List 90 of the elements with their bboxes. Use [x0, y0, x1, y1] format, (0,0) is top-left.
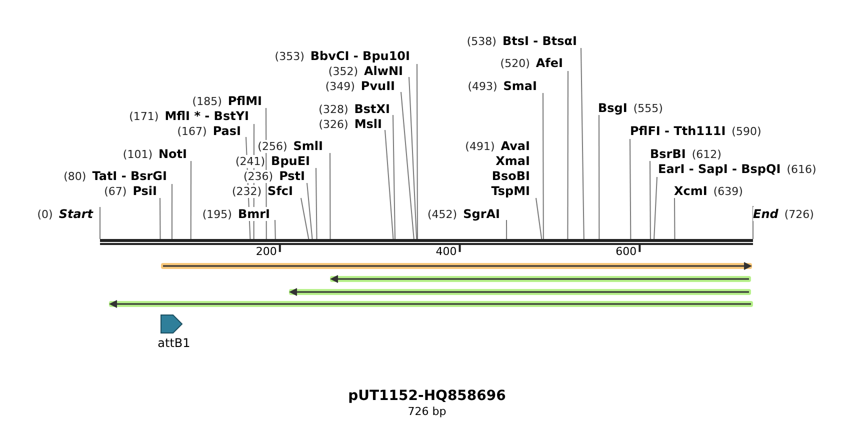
enzyme-name: AvaI	[500, 139, 530, 153]
cut-position: (491)	[465, 140, 495, 153]
leader-line	[630, 138, 632, 240]
leader-line	[306, 182, 313, 240]
leader-line	[316, 168, 318, 240]
enzyme-name: BsoBI	[492, 169, 530, 183]
enzyme-name: TatI - BsrGI	[92, 169, 167, 183]
leader-line	[171, 184, 172, 240]
enzyme-name: BbvCI - Bpu10I	[310, 49, 410, 63]
leader-line	[752, 206, 754, 240]
enzyme-name: End	[753, 207, 778, 221]
leader-line	[654, 176, 658, 240]
leader-line	[536, 198, 542, 240]
cut-position: (101)	[122, 148, 152, 161]
cut-position: (256)	[258, 140, 288, 153]
cut-position: (555)	[633, 102, 663, 115]
enzyme-name: MslI	[354, 117, 382, 131]
cut-position: (612)	[692, 148, 722, 161]
enzyme-name: BsgI	[598, 101, 628, 115]
cut-position: (590)	[732, 125, 762, 138]
leader-line	[190, 160, 192, 240]
enzyme-name: AlwNI	[364, 64, 403, 78]
enzyme-name: MflI * - BstYI	[164, 109, 249, 123]
cut-position: (241)	[235, 155, 266, 168]
sequence-bar	[100, 239, 753, 245]
enzyme-name: BmrI	[238, 207, 270, 221]
enzyme-name: BpuEI	[271, 154, 310, 168]
cut-position: (232)	[232, 185, 262, 198]
enzyme-name: PflMI	[228, 94, 262, 108]
leader-line	[392, 114, 396, 240]
cut-position: (185)	[192, 95, 222, 108]
leader-line	[650, 160, 651, 240]
cut-position: (452)	[428, 208, 458, 221]
enzyme-name: TspMI	[491, 184, 530, 198]
cut-position: (726)	[784, 208, 814, 221]
feature-label: attB1	[156, 336, 192, 351]
enzyme-name: BstXI	[354, 102, 390, 116]
enzyme-name: BsrBI	[650, 147, 686, 161]
cut-position: (520)	[500, 57, 530, 70]
enzyme-name: SmaI	[503, 79, 537, 93]
enzyme-name: PvuII	[360, 79, 395, 93]
leader-line	[330, 152, 331, 240]
enzyme-name: BtsI - BtsαI	[502, 34, 577, 48]
cut-position: (0)	[37, 208, 53, 221]
leader-line	[416, 64, 418, 240]
enzyme-name: EarI - SapI - BspQI	[658, 162, 781, 176]
cut-position: (326)	[318, 118, 348, 131]
cut-position: (195)	[202, 208, 232, 221]
enzyme-name: AfeI	[536, 56, 563, 70]
cut-position: (167)	[177, 125, 207, 138]
map-caption: 726 bp	[406, 405, 448, 418]
cut-position: (616)	[786, 163, 816, 176]
leader-line	[400, 92, 414, 240]
leader-line	[580, 48, 584, 240]
enzyme-name: NotI	[158, 147, 187, 161]
leader-line	[674, 198, 676, 240]
enzyme-name: SmlI	[293, 139, 323, 153]
leader-line	[506, 220, 508, 240]
cut-position: (639)	[713, 185, 743, 198]
cut-position: (352)	[328, 65, 358, 78]
enzyme-name: XmaI	[496, 154, 530, 168]
cut-position: (171)	[129, 110, 159, 123]
cut-position: (353)	[274, 50, 304, 63]
enzyme-name: PsiI	[132, 184, 157, 198]
leader-line	[542, 92, 544, 240]
cut-position: (349)	[325, 80, 355, 93]
enzyme-name: PasI	[212, 124, 241, 138]
enzyme-name: SfcI	[268, 184, 293, 198]
leader-line	[598, 114, 600, 240]
leader-line	[274, 220, 276, 240]
tick-label: 400	[436, 245, 457, 258]
cut-position: (80)	[64, 170, 86, 183]
cut-position: (493)	[468, 80, 498, 93]
leader-line	[567, 70, 568, 240]
leader-line	[160, 198, 161, 240]
enzyme-name: PflFI - Tth111I	[630, 124, 726, 138]
tick-label: 600	[616, 245, 637, 258]
enzyme-name: Start	[58, 207, 93, 221]
cut-position: (538)	[466, 35, 496, 48]
cut-position: (236)	[243, 170, 274, 183]
leader-line	[408, 76, 418, 240]
enzyme-name: SgrAI	[463, 207, 500, 221]
leader-line	[300, 198, 310, 240]
enzyme-name: XcmI	[674, 184, 708, 198]
cut-position: (67)	[104, 185, 127, 198]
tick-label: 200	[256, 245, 277, 258]
map-title: pUT1152-HQ858696	[347, 388, 507, 404]
leader-line	[384, 130, 394, 240]
cut-position: (328)	[318, 103, 348, 116]
enzyme-name: PstI	[279, 169, 305, 183]
